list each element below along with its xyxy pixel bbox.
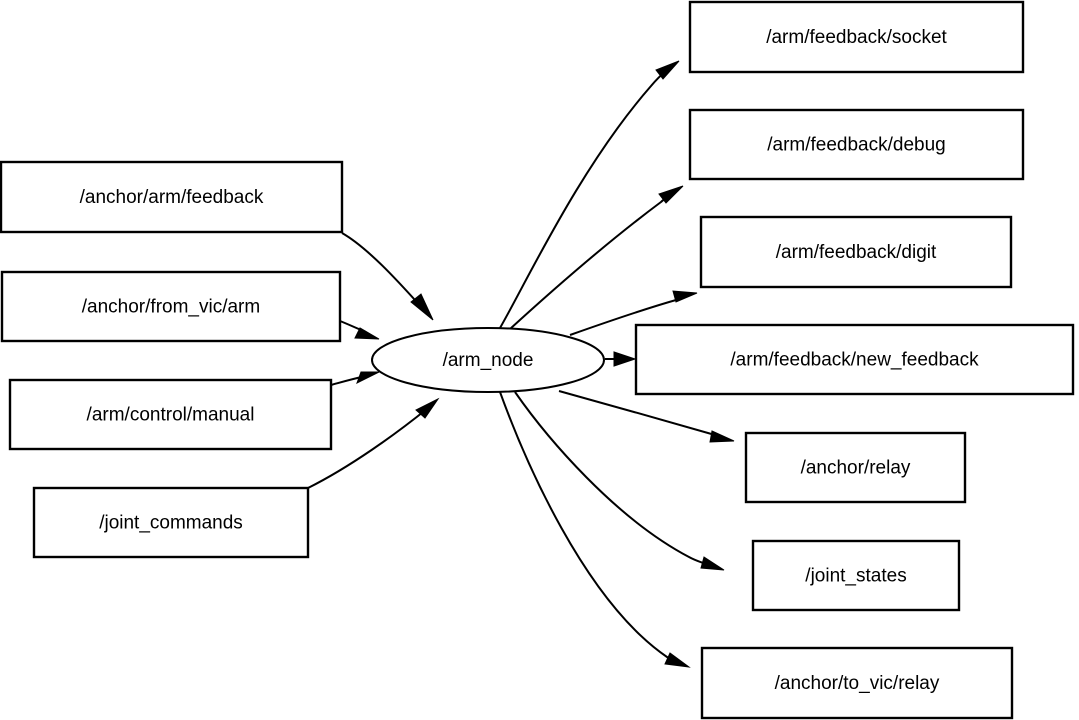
topic-box-arm-feedback-digit[interactable] bbox=[699, 215, 1013, 289]
edge-joint-commands-to-arm-node-line[interactable] bbox=[307, 407, 429, 489]
edge-arm-node-to-arm-feedback-socket-arrowhead-icon bbox=[655, 60, 680, 80]
edge-arm-node-to-arm-feedback-digit-arrowhead-icon bbox=[672, 290, 698, 303]
edge-arm-node-to-anchor-relay-arrowhead-icon bbox=[709, 430, 735, 443]
edge-arm-node-to-arm-feedback-socket-line[interactable] bbox=[499, 69, 668, 329]
topic-label-joint-commands: /joint_commands bbox=[99, 513, 243, 534]
edge-arm-control-manual-to-arm-node[interactable] bbox=[330, 371, 380, 386]
topic-box-anchor-arm-feedback[interactable] bbox=[0, 160, 344, 234]
edge-joint-commands-to-arm-node-arrowhead-icon bbox=[415, 397, 440, 419]
topic-label-arm-feedback-new-feedback: /arm/feedback/new_feedback bbox=[730, 350, 979, 371]
edge-anchor-arm-feedback-to-arm-node-arrowhead-icon bbox=[410, 293, 434, 321]
topic-arm-feedback-new-feedback[interactable]: /arm/feedback/new_feedback bbox=[634, 323, 1075, 396]
topic-box-arm-feedback-socket[interactable] bbox=[688, 0, 1025, 74]
edge-anchor-from-vic-arm-to-arm-node-arrowhead-icon bbox=[354, 327, 380, 340]
topic-label-arm-feedback-digit: /arm/feedback/digit bbox=[776, 242, 937, 263]
edge-arm-node-to-anchor-relay[interactable] bbox=[558, 390, 735, 443]
topic-anchor-from-vic-arm[interactable]: /anchor/from_vic/arm bbox=[0, 270, 342, 343]
edge-anchor-arm-feedback-to-arm-node[interactable] bbox=[341, 232, 434, 321]
topic-box-anchor-from-vic-arm[interactable] bbox=[0, 270, 342, 343]
node-ellipse-arm_node[interactable] bbox=[371, 327, 605, 393]
edge-arm-node-to-arm-feedback-socket[interactable] bbox=[499, 60, 680, 329]
topic-arm-feedback-digit[interactable]: /arm/feedback/digit bbox=[699, 215, 1013, 289]
topic-joint-states[interactable]: /joint_states bbox=[751, 539, 961, 612]
edge-arm-node-to-joint-states-line[interactable] bbox=[514, 391, 712, 567]
edge-arm-node-to-arm-feedback-new-feedback-arrowhead-icon bbox=[613, 351, 637, 367]
topic-label-joint-states: /joint_states bbox=[805, 566, 906, 587]
edge-arm-node-to-anchor-to-vic-relay[interactable] bbox=[499, 391, 691, 668]
topic-box-arm-feedback-debug[interactable] bbox=[688, 108, 1025, 181]
topic-box-arm-feedback-new-feedback[interactable] bbox=[634, 323, 1075, 396]
node-label-arm_node: /arm_node bbox=[443, 350, 534, 371]
publisher-topics-layer: /anchor/arm/feedback/anchor/from_vic/arm… bbox=[0, 160, 344, 559]
topic-box-arm-control-manual[interactable] bbox=[8, 378, 333, 451]
edge-arm-node-to-anchor-relay-line[interactable] bbox=[558, 390, 723, 438]
topic-label-arm-feedback-debug: /arm/feedback/debug bbox=[767, 135, 946, 156]
topic-arm-feedback-debug[interactable]: /arm/feedback/debug bbox=[688, 108, 1025, 181]
topic-label-anchor-arm-feedback: /anchor/arm/feedback bbox=[80, 187, 264, 208]
node-arm_node[interactable]: /arm_node bbox=[371, 327, 605, 393]
edge-arm-node-to-arm-feedback-new-feedback[interactable] bbox=[605, 351, 637, 367]
edge-arm-node-to-anchor-to-vic-relay-arrowhead-icon bbox=[664, 652, 691, 668]
topic-label-arm-control-manual: /arm/control/manual bbox=[87, 405, 255, 426]
topic-arm-control-manual[interactable]: /arm/control/manual bbox=[8, 378, 333, 451]
topic-anchor-to-vic-relay[interactable]: /anchor/to_vic/relay bbox=[700, 646, 1014, 720]
edge-arm-node-to-arm-feedback-digit[interactable] bbox=[569, 290, 698, 336]
topic-anchor-relay[interactable]: /anchor/relay bbox=[744, 431, 967, 504]
edge-arm-node-to-joint-states[interactable] bbox=[514, 391, 725, 571]
topic-label-anchor-relay: /anchor/relay bbox=[801, 458, 911, 479]
topic-box-joint-states[interactable] bbox=[751, 539, 961, 612]
topic-box-joint-commands[interactable] bbox=[32, 486, 310, 559]
edge-arm-control-manual-to-arm-node-arrowhead-icon bbox=[356, 371, 380, 385]
topic-label-anchor-to-vic-relay: /anchor/to_vic/relay bbox=[775, 673, 940, 694]
topic-label-anchor-from-vic-arm: /anchor/from_vic/arm bbox=[82, 297, 260, 318]
edge-arm-node-to-arm-feedback-debug-arrowhead-icon bbox=[658, 185, 684, 204]
topic-arm-feedback-socket[interactable]: /arm/feedback/socket bbox=[688, 0, 1025, 74]
edge-joint-commands-to-arm-node[interactable] bbox=[307, 397, 440, 489]
topic-box-anchor-relay[interactable] bbox=[744, 431, 967, 504]
edges-layer bbox=[307, 60, 735, 668]
node-layer: /arm_node bbox=[371, 327, 605, 393]
edge-arm-node-to-joint-states-arrowhead-icon bbox=[700, 556, 725, 571]
edge-arm-node-to-arm-feedback-debug[interactable] bbox=[509, 185, 684, 330]
topic-joint-commands[interactable]: /joint_commands bbox=[32, 486, 310, 559]
topic-anchor-arm-feedback[interactable]: /anchor/arm/feedback bbox=[0, 160, 344, 234]
topic-label-arm-feedback-socket: /arm/feedback/socket bbox=[766, 27, 947, 48]
edge-anchor-from-vic-arm-to-arm-node[interactable] bbox=[339, 320, 380, 340]
topic-box-anchor-to-vic-relay[interactable] bbox=[700, 646, 1014, 720]
subscriber-topics-layer: /arm/feedback/socket/arm/feedback/debug /… bbox=[634, 0, 1075, 720]
